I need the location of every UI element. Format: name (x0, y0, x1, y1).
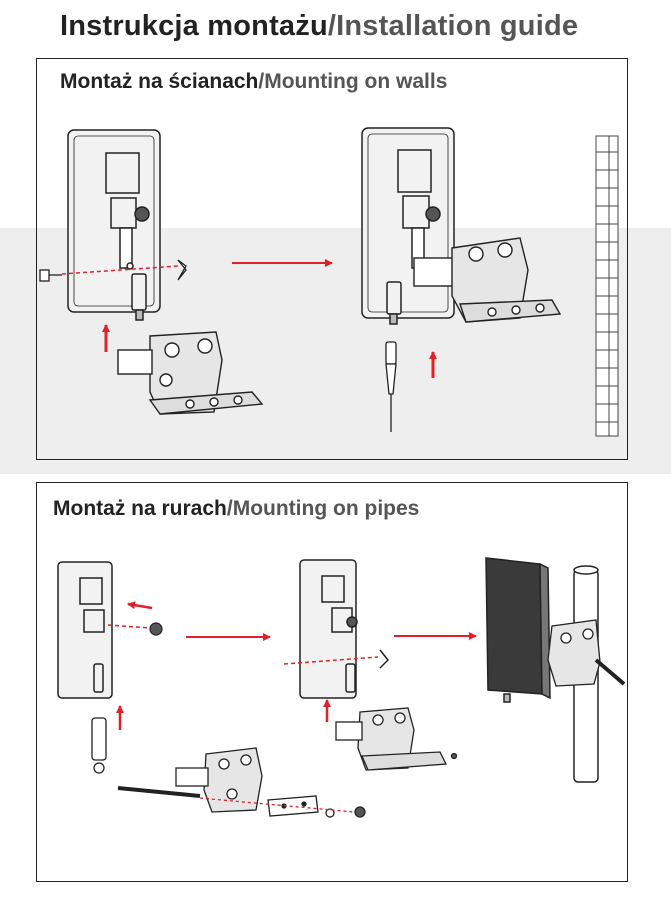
pipe-exploded-guide (199, 797, 355, 813)
pipe-screw-guide-1 (107, 624, 151, 629)
pipe-connector (91, 717, 107, 774)
wall-antenna-step2 (361, 127, 455, 325)
section-pipes-title-en: Mounting on pipes (232, 497, 420, 520)
wall-bracket-step2 (413, 237, 562, 323)
page-title-pl: Instrukcja montażu (60, 10, 328, 42)
pipe-left-arrow (127, 601, 153, 610)
pipe-clamp-final (547, 619, 626, 687)
pipe-bracket-exploded (117, 747, 458, 818)
page-title-en: Installation guide (336, 10, 579, 42)
wall-bracket-step1 (117, 331, 264, 415)
cable-connector (385, 341, 397, 432)
page-title: Instrukcja montażu/Installation guide (60, 10, 578, 43)
knob-icon (149, 622, 163, 636)
section-pipes-title-pl: Montaż na rurach (53, 497, 227, 520)
section-walls-title-pl: Montaż na ścianach (60, 70, 259, 93)
page-title-separator: / (327, 10, 337, 42)
section-pipes-title-separator: / (226, 497, 233, 520)
pipe-antenna-step1 (57, 561, 113, 699)
section-walls-title: Montaż na ścianach/Mounting on walls (60, 70, 447, 94)
wing-nut-icon-2 (379, 649, 390, 669)
section-walls: Montaż na ścianach/Mounting on walls (36, 58, 628, 460)
wall-antenna-step1 (67, 129, 161, 321)
section-pipes-title: Montaż na rurach/Mounting on pipes (53, 497, 419, 521)
pipe-antenna-final (485, 557, 551, 703)
wing-nut-icon (177, 259, 187, 281)
brick-wall (595, 135, 619, 437)
wall-screw-left (39, 269, 62, 282)
pipe-bracket-step2 (335, 707, 448, 771)
section-pipes: Montaż na rurach/Mounting on pipes (36, 482, 628, 882)
pipe-antenna-step2 (299, 559, 358, 699)
wall-screw-guide-line (61, 265, 179, 275)
section-walls-title-separator: / (258, 70, 265, 93)
pipe-screw-guide-2 (283, 656, 379, 665)
section-walls-title-en: Mounting on walls (264, 70, 448, 93)
